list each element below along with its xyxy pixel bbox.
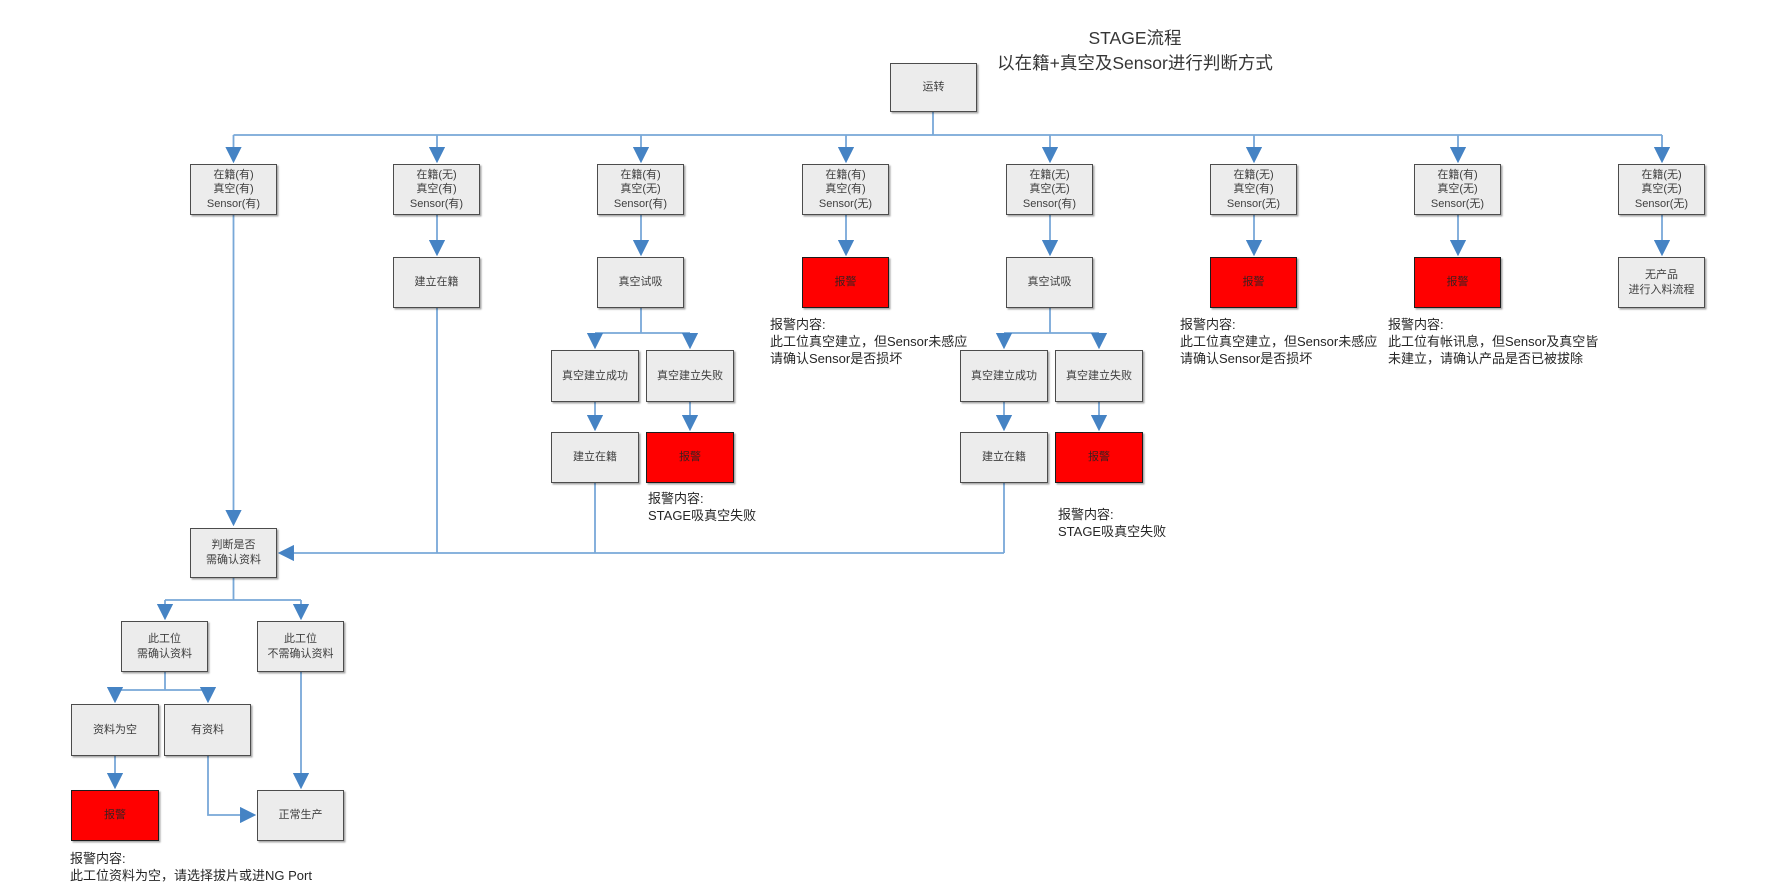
node-cond6: 在籍(无) 真空(有) Sensor(无) [1210,164,1297,215]
node-cond1: 在籍(有) 真空(有) Sensor(有) [190,164,277,215]
node-alarm4: 报警 [802,257,889,308]
node-start: 运转 [890,63,977,112]
node-vacuum-fail3: 真空建立失败 [646,350,734,402]
node-vacuum-ok3: 真空建立成功 [551,350,639,402]
node-need-confirm: 此工位 需确认资料 [121,621,208,672]
diagram-title-line2: 以在籍+真空及Sensor进行判断方式 [997,53,1273,74]
node-has-data: 有资料 [164,704,251,756]
node-alarm7: 报警 [1414,257,1501,308]
annotation-alarm4: 报警内容: 此工位真空建立，但Sensor未感应 请确认Sensor是否损坏 [770,317,968,367]
node-cond3: 在籍(有) 真空(无) Sensor(有) [597,164,684,215]
node-cond8: 在籍(无) 真空(无) Sensor(无) [1618,164,1705,215]
node-decide: 判断是否 需确认资料 [190,528,277,578]
node-register5: 建立在籍 [960,432,1048,483]
annotation-alarm6: 报警内容: 此工位真空建立，但Sensor未感应 请确认Sensor是否损坏 [1180,317,1378,367]
node-alarm3: 报警 [646,432,734,483]
node-cond4: 在籍(有) 真空(有) Sensor(无) [802,164,889,215]
node-data-empty: 资料为空 [71,704,159,756]
diagram-title-line1: STAGE流程 [1088,28,1182,48]
node-alarm6: 报警 [1210,257,1297,308]
node-register3: 建立在籍 [551,432,639,483]
annotation-alarm5: 报警内容: STAGE吸真空失败 [1058,507,1167,540]
annotation-alarm-empty: 报警内容: 此工位资料为空，请选择拔片或进NG Port [70,851,312,884]
annotation-alarm3: 报警内容: STAGE吸真空失败 [648,491,757,524]
annotation-alarm7: 报警内容: 此工位有帐讯息，但Sensor及真空皆 未建立，请确认产品是否已被拔… [1388,317,1599,367]
node-no-product8: 无产品 进行入料流程 [1618,257,1705,308]
node-no-need-confirm: 此工位 不需确认资料 [257,621,344,672]
node-alarm-empty: 报警 [71,790,159,841]
node-register2: 建立在籍 [393,257,480,308]
node-vacuum-try3: 真空试吸 [597,257,684,308]
node-vacuum-try5: 真空试吸 [1006,257,1093,308]
node-alarm5: 报警 [1055,432,1143,483]
node-vacuum-ok5: 真空建立成功 [960,350,1048,402]
node-cond5: 在籍(无) 真空(无) Sensor(有) [1006,164,1093,215]
node-vacuum-fail5: 真空建立失败 [1055,350,1143,402]
node-cond7: 在籍(有) 真空(无) Sensor(无) [1414,164,1501,215]
node-normal: 正常生产 [257,790,344,841]
node-cond2: 在籍(无) 真空(有) Sensor(有) [393,164,480,215]
